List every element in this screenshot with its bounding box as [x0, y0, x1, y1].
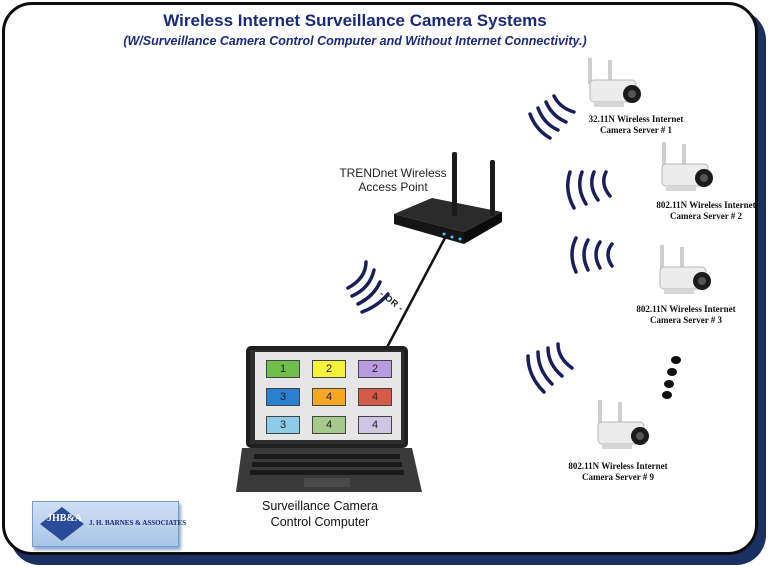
access-point-label-line1: TRENDnet Wireless — [339, 166, 447, 180]
computer-label-line1: Surveillance Camera — [261, 499, 379, 513]
camera-9-label-line1: 802.11N Wireless Internet — [568, 461, 668, 471]
camera-server-9-label: 802.11N Wireless Internet Camera Server … — [548, 461, 688, 483]
monitor-tile: 2 — [312, 360, 346, 378]
camera-server-1-icon — [588, 58, 641, 107]
diagram-subtitle: (W/Surveillance Camera Control Computer … — [123, 34, 587, 48]
camera-server-1-label: 32.11N Wireless Internet Camera Server #… — [566, 114, 706, 136]
camera-2-label-line2: Camera Server # 2 — [669, 211, 743, 221]
camera-2-label-line1: 802.11N Wireless Internet — [656, 200, 756, 210]
diagram-title: Wireless Internet Surveillance Camera Sy… — [163, 11, 547, 30]
computer-label-line2: Control Computer — [270, 515, 370, 529]
camera-server-2-icon — [661, 142, 713, 191]
camera-3-label-line2: Camera Server # 3 — [649, 315, 723, 325]
camera-2-wifi-signal-icon — [566, 170, 612, 210]
camera-1-wifi-signal-icon — [528, 94, 576, 140]
camera-1-label-line1: 32.11N Wireless Internet — [588, 114, 684, 124]
camera-9-wifi-signal-icon — [526, 342, 574, 394]
camera-server-3-label: 802.11N Wireless Internet Camera Server … — [616, 304, 756, 326]
monitor-tile: 2 — [358, 360, 392, 378]
monitor-tile: 4 — [312, 416, 346, 434]
control-computer-label: Surveillance Camera Control Computer — [240, 498, 400, 530]
monitor-tile: 3 — [266, 388, 300, 406]
monitor-tile: 4 — [358, 416, 392, 434]
camera-server-3-icon — [659, 245, 711, 294]
logo-diamond-icon — [40, 507, 84, 541]
monitor-tile: 3 — [266, 416, 300, 434]
access-point-label: TRENDnet Wireless Access Point — [320, 166, 466, 194]
logo-text: J. H. BARNES & ASSOCIATES — [89, 519, 187, 527]
company-logo: JHB&A J. H. BARNES & ASSOCIATES — [32, 501, 186, 547]
camera-1-label-line2: Camera Server # 1 — [599, 125, 673, 135]
monitor-tile: 4 — [312, 388, 346, 406]
monitor-camera-grid: 1 2 2 3 4 4 3 4 4 — [255, 352, 401, 440]
camera-3-wifi-signal-icon — [570, 236, 614, 274]
ethernet-cable — [382, 235, 448, 354]
camera-server-2-label: 802.11N Wireless Internet Camera Server … — [636, 200, 770, 222]
access-point-label-line2: Access Point — [358, 180, 428, 194]
logo-mark: JHB&A — [47, 513, 82, 524]
monitor-tile: 1 — [266, 360, 300, 378]
camera-server-9-icon — [597, 400, 649, 449]
more-cameras-ellipsis-icon — [662, 356, 681, 399]
laptop-wifi-signal-icon — [346, 260, 390, 314]
camera-9-label-line2: Camera Server # 9 — [581, 472, 655, 482]
access-point-router-icon — [394, 152, 502, 244]
camera-3-label-line1: 802.11N Wireless Internet — [636, 304, 736, 314]
monitor-tile: 4 — [358, 388, 392, 406]
